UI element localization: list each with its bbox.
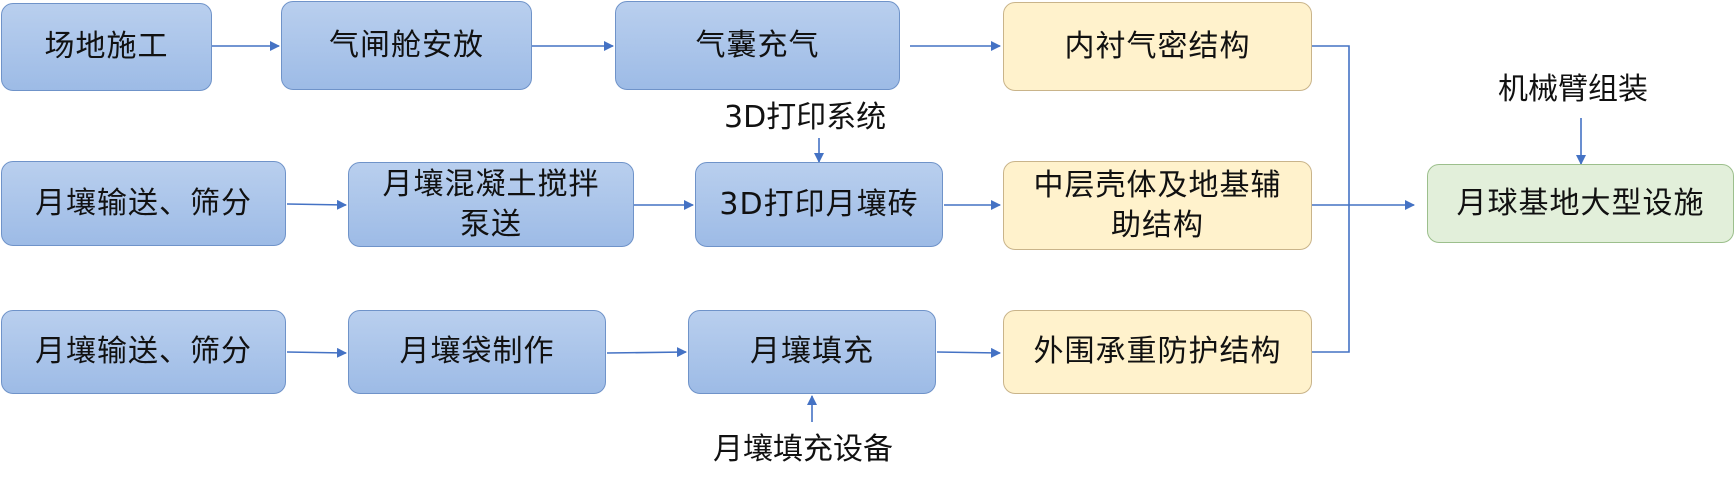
node-regolith-transport-2: 月壤输送、筛分 <box>1 310 286 394</box>
label-robot-arm: 机械臂组装 <box>1498 72 1648 107</box>
node-inner-lining: 内衬气密结构 <box>1003 2 1312 91</box>
arrow-transport1-to-concrete <box>286 199 347 210</box>
connector-merge <box>1312 45 1350 353</box>
node-site-construction: 场地施工 <box>1 3 212 91</box>
label-printing-system: 3D打印系统 <box>724 100 887 135</box>
arrow-transport2-to-bag <box>286 347 347 358</box>
arrow-fill-to-outer <box>936 347 1001 358</box>
node-regolith-concrete: 月壤混凝土搅拌泵送 <box>348 162 634 247</box>
label-filling-equipment: 月壤填充设备 <box>713 432 893 467</box>
node-airbag-inflation: 气囊充气 <box>615 1 900 90</box>
node-regolith-bag: 月壤袋制作 <box>348 310 606 394</box>
node-middle-shell: 中层壳体及地基辅助结构 <box>1003 161 1312 250</box>
arrow-bag-to-fill <box>606 347 687 358</box>
node-airlock-placement: 气闸舱安放 <box>281 1 532 90</box>
node-regolith-fill: 月壤填充 <box>688 310 936 394</box>
node-outer-protection: 外围承重防护结构 <box>1003 310 1312 394</box>
node-print-bricks: 3D打印月壤砖 <box>695 162 943 247</box>
node-lunar-base: 月球基地大型设施 <box>1427 164 1734 243</box>
node-regolith-transport-1: 月壤输送、筛分 <box>1 161 286 246</box>
